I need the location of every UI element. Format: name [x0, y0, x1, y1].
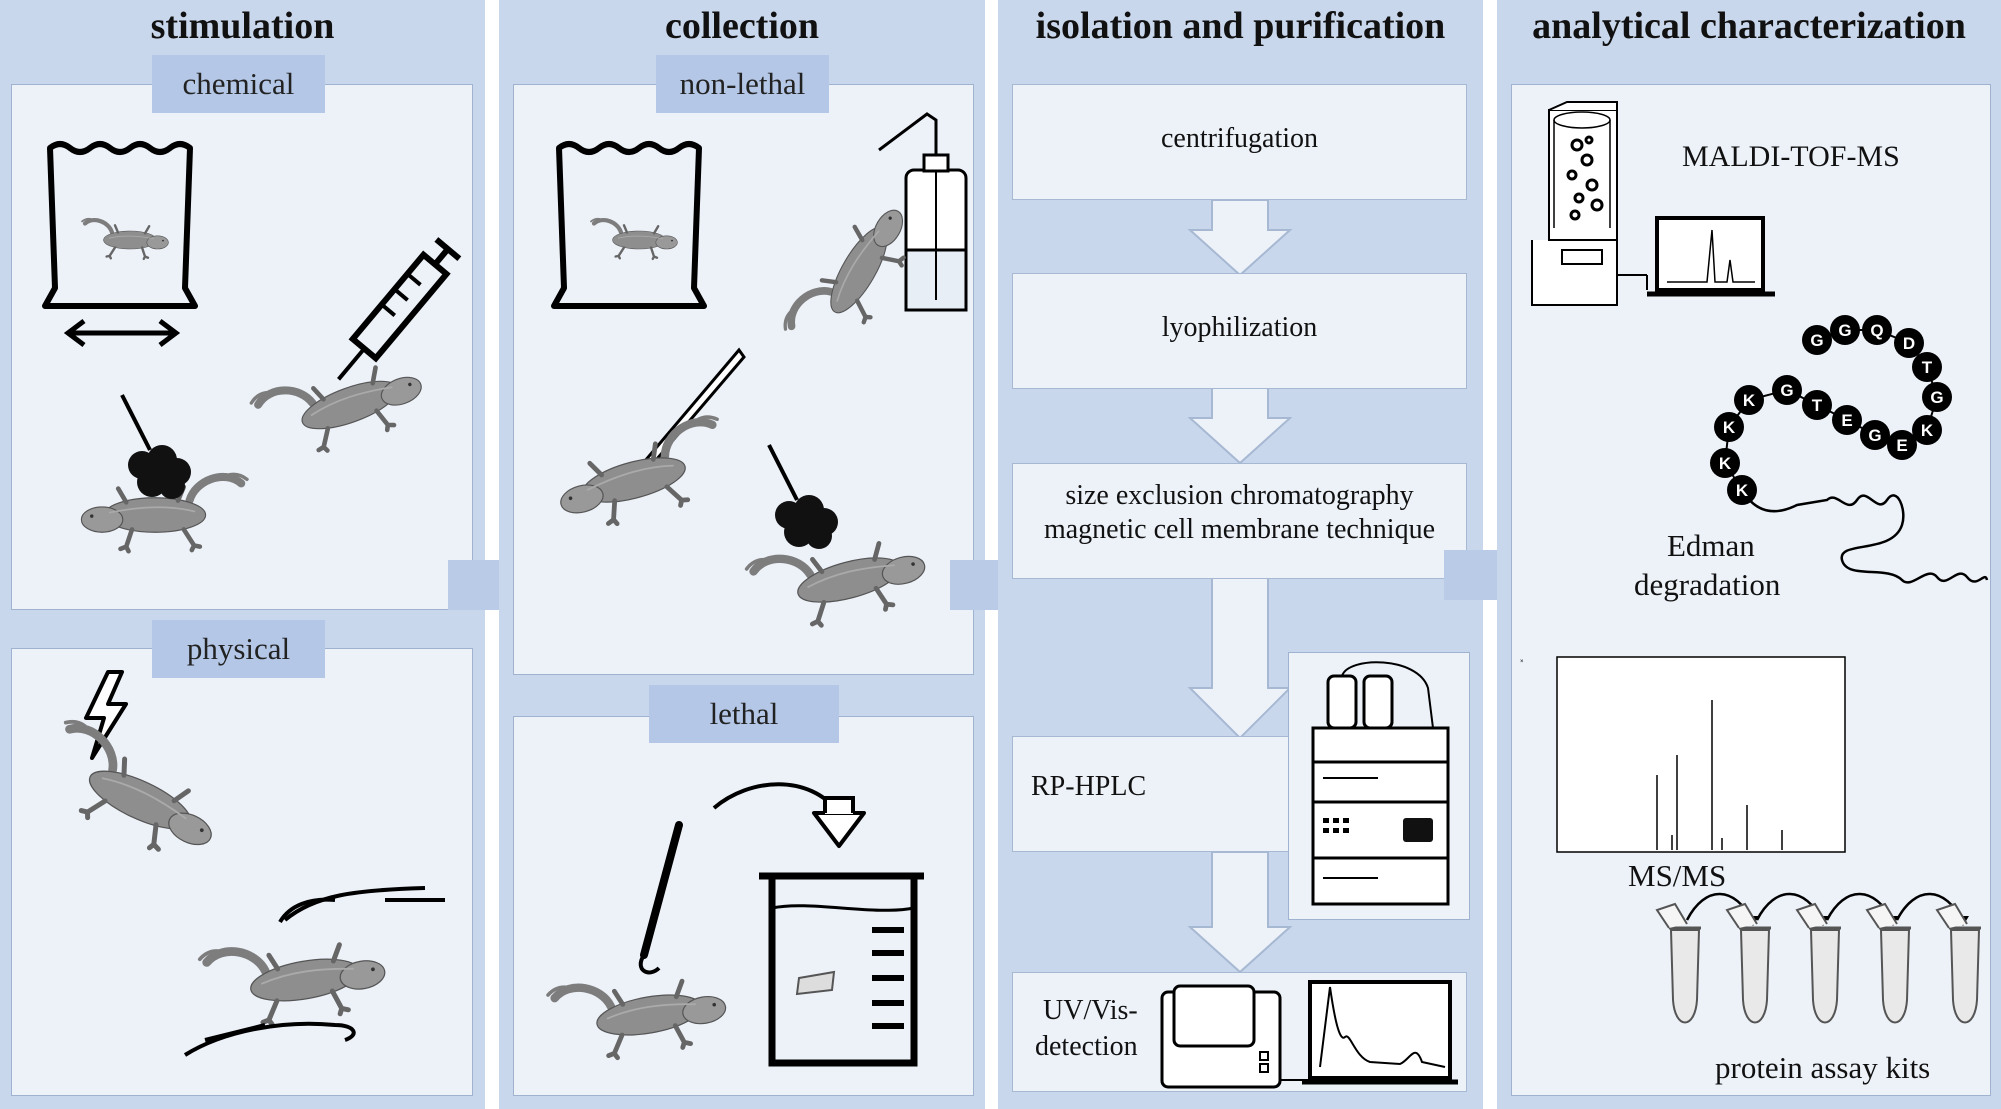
salamander-lethal	[529, 930, 769, 1100]
panel-lethal	[513, 716, 974, 1096]
assay-tube	[1655, 902, 1701, 1024]
hplc-instrument-icon	[1311, 661, 1450, 906]
peptide-residue: G	[1772, 375, 1802, 405]
salamander-in-bag-2	[579, 195, 699, 285]
step-lyophilization-label: lyophilization	[1161, 312, 1318, 343]
bag-illustration-2	[551, 141, 707, 309]
salamander-wash	[749, 175, 969, 365]
curved-arrow-icon	[712, 782, 866, 848]
peptide-residue: K	[1734, 385, 1764, 415]
peptide-residue: T	[1802, 390, 1832, 420]
svg-text:K: K	[1743, 391, 1756, 410]
tag-non-lethal: non-lethal	[656, 55, 829, 113]
column-title-analytical: analytical characterization	[1532, 5, 1966, 47]
svg-text:T: T	[1922, 358, 1933, 377]
secretion-blob-icon	[120, 394, 191, 499]
protein-helix-tail	[1740, 489, 1989, 584]
svg-text:E: E	[1896, 436, 1907, 455]
peptide-residue: G	[1922, 382, 1952, 412]
down-arrow-1	[1187, 199, 1293, 277]
lightning-icon	[84, 670, 128, 760]
salamander-electric	[15, 720, 265, 880]
label-protein-kits: protein assay kits	[1715, 1050, 1931, 1085]
svg-text:E: E	[1841, 411, 1852, 430]
peptide-residue: G	[1830, 315, 1860, 345]
step-lyophilization: lyophilization	[1012, 273, 1467, 389]
tag-lethal: lethal	[649, 685, 839, 743]
step-size-exclusion: size exclusion chromatography magnetic c…	[1012, 463, 1467, 579]
tube-series-icon	[1655, 892, 1981, 1024]
peptide-residue: K	[1714, 412, 1744, 442]
syringe-icon	[337, 237, 462, 381]
svg-text:G: G	[1838, 321, 1851, 340]
salamander-in-bag	[70, 195, 190, 285]
peptide-residue: G	[1802, 325, 1832, 355]
column-title-collection: collection	[664, 5, 820, 47]
svg-text:G: G	[1930, 388, 1943, 407]
svg-text:G: G	[1868, 426, 1881, 445]
tag-physical: physical	[152, 620, 325, 678]
assay-tube	[1935, 902, 1981, 1024]
double-arrow-icon	[63, 319, 181, 347]
step-sec-line1: size exclusion chromatography	[1065, 480, 1414, 511]
column-collection: collection non-lethal lethal	[499, 0, 985, 1109]
svg-text:K: K	[1736, 481, 1749, 500]
label-maldi: MALDI-TOF-MS	[1682, 140, 1900, 173]
down-arrow-2	[1187, 387, 1293, 465]
peptide-residue: K	[1912, 415, 1942, 445]
column-title-isolation: isolation and purification	[1035, 5, 1446, 47]
step-sec-line2: magnetic cell membrane technique	[1043, 514, 1436, 545]
label-edman-line2: degradation	[1634, 567, 1781, 602]
svg-text:K: K	[1719, 454, 1732, 473]
column-title-stimulation: stimulation	[150, 5, 335, 47]
svg-text:Q: Q	[1870, 321, 1883, 340]
svg-text:×: ×	[1520, 659, 1524, 665]
assay-tube	[1795, 902, 1841, 1024]
peptide-residue: T	[1912, 352, 1942, 382]
panel-physical	[11, 648, 473, 1096]
svg-text:K: K	[1723, 418, 1736, 437]
tag-chemical: chemical	[152, 55, 325, 113]
ms-spectrum-icon: ×	[1520, 656, 1846, 853]
maldi-instrument-icon	[1531, 101, 1775, 306]
salamander-scraped	[514, 400, 754, 560]
column-analytical: analytical characterization MALDI-TOF-MS…	[1497, 0, 2001, 1109]
wash-bottle-icon	[878, 112, 968, 312]
peptide-residue: K	[1710, 448, 1740, 478]
step-uv-line1: UV/Vis-	[1043, 995, 1138, 1026]
hands-icon	[183, 886, 445, 1057]
beaker-icon	[759, 872, 924, 1067]
label-edman-line1: Edman	[1667, 528, 1755, 563]
peptide-residue: Q	[1862, 315, 1892, 345]
step-centrifugation-label: centrifugation	[1160, 123, 1319, 154]
peptide-residue: E	[1887, 430, 1917, 460]
label-msms: MS/MS	[1628, 858, 1727, 893]
peptide-residue: G	[1860, 420, 1890, 450]
scalpel-icon	[638, 821, 683, 975]
down-arrow-4	[1187, 851, 1293, 974]
column-isolation: isolation and purification centrifugatio…	[998, 0, 1483, 1109]
step-uv-line2: detection	[1035, 1031, 1138, 1062]
assay-tube	[1865, 902, 1911, 1024]
step-centrifugation: centrifugation	[1012, 84, 1467, 200]
svg-text:D: D	[1903, 334, 1915, 353]
secretion-blob-icon-2	[767, 444, 838, 549]
peptide-residue: E	[1832, 405, 1862, 435]
svg-text:G: G	[1780, 381, 1793, 400]
svg-text:K: K	[1921, 421, 1934, 440]
svg-text:T: T	[1812, 396, 1823, 415]
svg-text:G: G	[1810, 331, 1823, 350]
uv-vis-instrument-icon	[1160, 980, 1458, 1089]
step-rp-hplc-label: RP-HPLC	[1031, 771, 1147, 802]
peptide-residue: K	[1727, 475, 1757, 505]
down-arrow-3	[1187, 577, 1293, 740]
peptide-residue: D	[1894, 328, 1924, 358]
column-stimulation: stimulation chemical	[0, 0, 485, 1109]
salamander-secretion-2	[729, 500, 969, 660]
bag-illustration	[42, 141, 198, 309]
assay-tube	[1725, 902, 1771, 1024]
